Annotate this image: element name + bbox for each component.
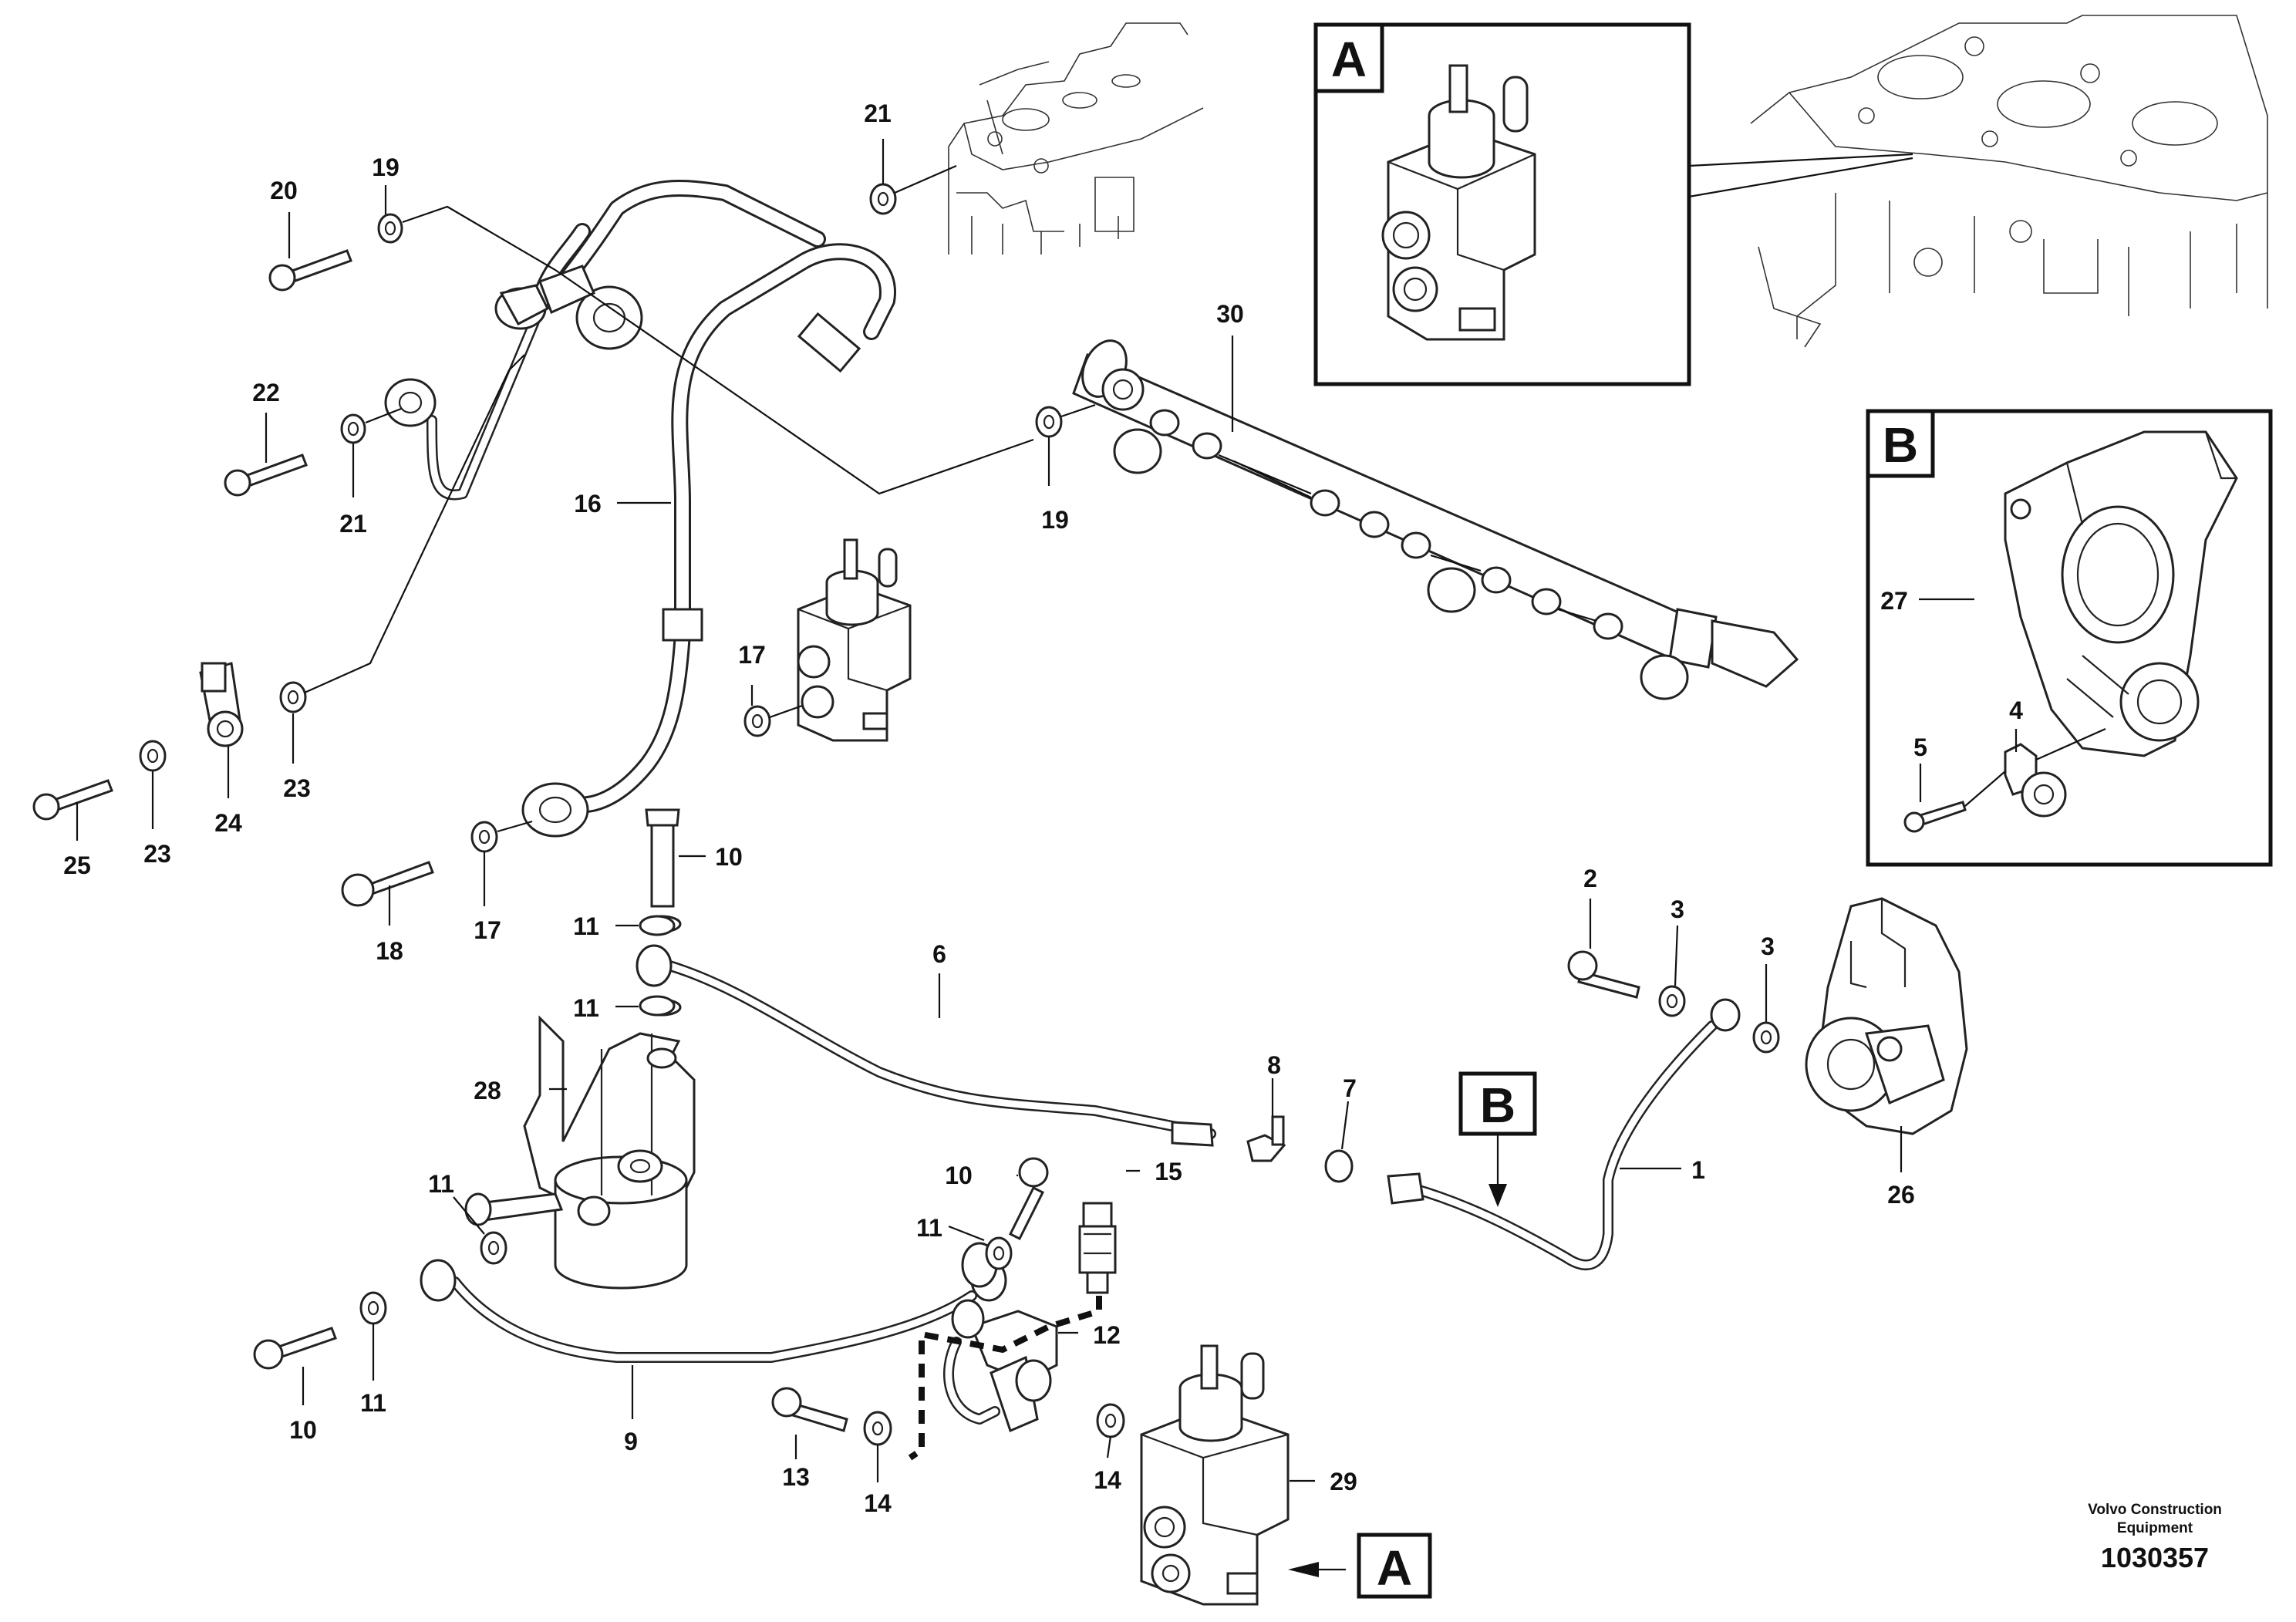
sensor-15 <box>1078 1202 1117 1294</box>
marker-b: B <box>1458 1071 1537 1136</box>
callout-14-left: 14 <box>864 1489 892 1517</box>
callout-28: 28 <box>474 1077 501 1104</box>
callout-5: 5 <box>1913 733 1927 761</box>
callout-11-a: 11 <box>573 912 599 940</box>
bolt-10-right <box>1008 1157 1049 1241</box>
callout-26: 26 <box>1887 1181 1915 1209</box>
engine-block-right <box>1750 15 2268 348</box>
valve-detail-a <box>1381 64 1536 341</box>
drawing-number: 1030357 <box>2101 1542 2209 1573</box>
callout-2: 2 <box>1583 865 1597 892</box>
fasteners-left <box>32 183 1063 907</box>
engine-block-outline <box>948 22 1204 255</box>
detail-b-label: B <box>1883 417 1918 473</box>
callout-10-top: 10 <box>715 843 743 871</box>
callout-4: 4 <box>2009 696 2023 724</box>
footer-credit: Volvo Construction Equipment 1030357 <box>2088 1502 2222 1573</box>
callout-20: 20 <box>270 177 298 204</box>
callout-19-left: 19 <box>372 153 400 181</box>
detail-box-a: A <box>1313 22 1913 386</box>
marker-a-label: A <box>1377 1540 1412 1596</box>
callout-17-lower: 17 <box>474 916 501 944</box>
callout-labels: 21 20 19 22 21 19 30 16 17 23 24 23 25 1… <box>63 99 2023 1517</box>
bolt-5 <box>1903 771 2006 833</box>
callout-18: 18 <box>376 937 403 965</box>
fuel-rail-30 <box>1072 339 1799 700</box>
callout-22: 22 <box>252 379 280 406</box>
pump-26 <box>1805 897 1968 1135</box>
callout-3-b: 3 <box>1761 932 1775 960</box>
callout-21-left: 21 <box>339 510 367 538</box>
callout-29: 29 <box>1330 1468 1357 1496</box>
company-name-line2: Equipment <box>2117 1520 2193 1536</box>
callout-9: 9 <box>624 1428 638 1455</box>
callout-12: 12 <box>1093 1321 1121 1349</box>
pipe-16 <box>521 180 896 838</box>
callout-19-mid: 19 <box>1041 506 1069 534</box>
callout-13: 13 <box>782 1463 810 1491</box>
washer-7 <box>1324 1149 1354 1183</box>
callout-10-bottom: 10 <box>289 1416 317 1444</box>
callout-8: 8 <box>1267 1051 1281 1079</box>
pipe-9 <box>420 1192 1007 1363</box>
callout-11-b: 11 <box>573 994 599 1022</box>
banjo-assembly-top <box>384 265 643 501</box>
callout-15: 15 <box>1155 1158 1182 1185</box>
callout-23-right: 23 <box>283 774 311 802</box>
callout-21-top: 21 <box>864 99 892 127</box>
fasteners-bottom-left <box>253 915 676 1370</box>
dashed-connection <box>908 1296 1102 1461</box>
leader-lines <box>76 139 2018 1577</box>
callout-7: 7 <box>1343 1074 1357 1102</box>
valve-mid <box>797 538 912 742</box>
callout-30: 30 <box>1216 300 1244 328</box>
detail-a-label: A <box>1331 32 1367 87</box>
company-name-line1: Volvo Construction <box>2088 1502 2222 1518</box>
pump-housing-27 <box>2004 430 2238 757</box>
callout-10-right: 10 <box>945 1162 973 1189</box>
marker-a: A <box>1357 1533 1432 1599</box>
callout-24: 24 <box>214 809 242 837</box>
fasteners-right <box>1567 950 1780 1054</box>
banjo-block-12 <box>943 1236 1058 1433</box>
pipe-1 <box>1387 998 1741 1270</box>
callout-11-e: 11 <box>360 1389 386 1417</box>
callout-25: 25 <box>63 851 91 879</box>
marker-b-label: B <box>1480 1077 1515 1133</box>
clamp-4 <box>2004 727 2106 818</box>
pipe-6 <box>636 944 1216 1147</box>
callout-3-a: 3 <box>1671 895 1684 923</box>
callout-1: 1 <box>1691 1156 1705 1184</box>
valve-29 <box>1140 1344 1290 1606</box>
callout-14-right: 14 <box>1094 1466 1121 1494</box>
callout-27: 27 <box>1880 587 1908 615</box>
fasteners-bottom-center <box>771 1387 1125 1446</box>
fuel-filter-28 <box>523 808 696 1290</box>
callout-23-left: 23 <box>143 840 171 868</box>
fitting-8 <box>1246 1115 1286 1162</box>
callout-16: 16 <box>574 490 602 518</box>
detail-box-b: B <box>1866 409 2273 867</box>
callout-17-mid: 17 <box>738 641 766 669</box>
callout-11-d: 11 <box>916 1214 942 1242</box>
callout-11-c: 11 <box>428 1170 454 1198</box>
callout-6: 6 <box>932 940 946 968</box>
